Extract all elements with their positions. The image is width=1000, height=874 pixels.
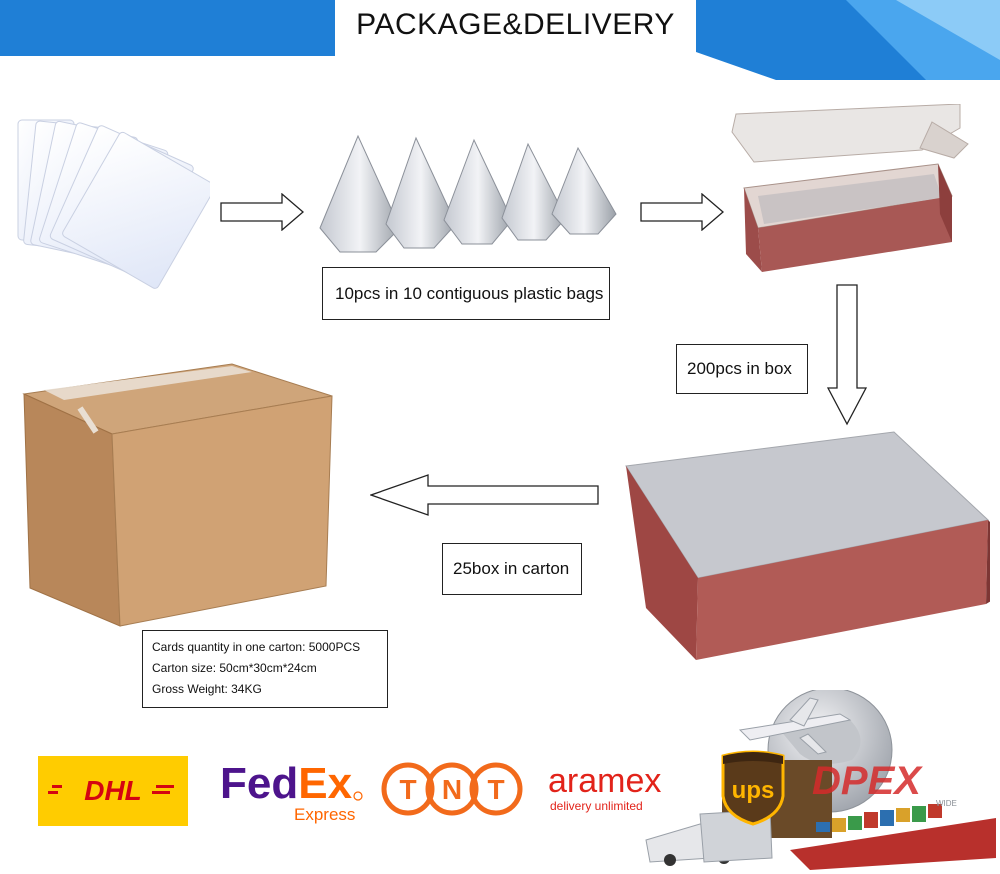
- carton-weight-text: Gross Weight: 34KG: [152, 682, 262, 696]
- right-arrow-icon: [640, 193, 724, 231]
- ups-logo: ups: [721, 750, 785, 826]
- right-arrow-icon: [220, 193, 304, 231]
- open-box-image: [731, 104, 969, 272]
- dpex-logo: DPEX WIDE: [812, 760, 957, 808]
- dpex-logo-text: DPEX: [812, 760, 923, 803]
- svg-text:T: T: [487, 774, 504, 805]
- shipping-collage-image: [645, 690, 996, 870]
- fedex-logo: FedEx Express: [220, 759, 363, 824]
- left-arrow-icon: [370, 474, 599, 516]
- svg-text:FedEx: FedEx: [220, 759, 353, 808]
- carton-quantity-text: Cards quantity in one carton: 5000PCS: [152, 640, 361, 654]
- down-arrow-icon: [827, 284, 867, 426]
- dhl-logo: DHL: [38, 756, 188, 826]
- header-bar-right: [696, 0, 1000, 80]
- page-title: PACKAGE&DELIVERY: [356, 8, 675, 41]
- dhl-logo-text: DHL: [84, 775, 142, 806]
- aramex-logo-text: aramex: [548, 762, 661, 800]
- white-cards-image: [17, 119, 210, 289]
- carton-size-text: Carton size: 50cm*30cm*24cm: [152, 661, 317, 675]
- tnt-logo: T N T: [381, 762, 523, 816]
- ups-logo-text: ups: [732, 777, 775, 804]
- fedex-express-text: Express: [294, 805, 355, 824]
- dpex-tagline: WIDE: [936, 799, 957, 808]
- carton-info-box: Cards quantity in one carton: 5000PCS Ca…: [142, 630, 388, 708]
- closed-box-image: [625, 431, 990, 660]
- cardboard-carton-image: [22, 363, 333, 627]
- step-bags-label: 10pcs in 10 contiguous plastic bags: [322, 267, 610, 320]
- svg-text:T: T: [399, 774, 416, 805]
- aramex-logo: aramex delivery unlimited: [548, 762, 661, 813]
- aramex-tagline: delivery unlimited: [550, 799, 643, 813]
- svg-text:N: N: [442, 774, 462, 805]
- step-carton-label: 25box in carton: [442, 543, 582, 595]
- step-box-label: 200pcs in box: [676, 344, 808, 394]
- header-bar-left: [0, 0, 335, 56]
- plastic-bags-image: [319, 134, 617, 253]
